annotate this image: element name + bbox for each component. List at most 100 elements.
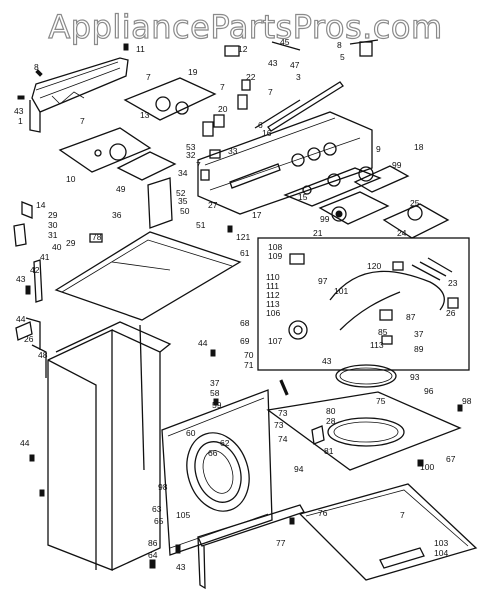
part-label: 37 bbox=[414, 329, 424, 339]
part-label: 15 bbox=[298, 192, 308, 202]
part-label: 23 bbox=[448, 278, 458, 288]
timer-knob-part bbox=[94, 96, 189, 161]
part-label: 69 bbox=[240, 336, 250, 346]
part-label: 103 bbox=[434, 538, 448, 548]
part-label: 70 bbox=[244, 350, 254, 360]
part-label: 99 bbox=[320, 214, 330, 224]
part-label: 8 bbox=[34, 62, 39, 72]
part-label: 18 bbox=[414, 142, 424, 152]
part-label: 81 bbox=[324, 446, 334, 456]
part-label: 7 bbox=[220, 82, 225, 92]
screw-part bbox=[25, 225, 463, 569]
part-label: 7 bbox=[146, 72, 151, 82]
part-label: 98 bbox=[158, 482, 168, 492]
part-label: 27 bbox=[208, 200, 218, 210]
part-label: 41 bbox=[40, 252, 50, 262]
part-label: 19 bbox=[188, 67, 198, 77]
cabinet-top-part bbox=[54, 231, 242, 321]
part-label: 13 bbox=[140, 110, 150, 120]
part-label: 43 bbox=[16, 274, 26, 284]
part-label: 105 bbox=[176, 510, 190, 520]
part-label: 68 bbox=[240, 318, 250, 328]
part-label: 9 bbox=[376, 144, 381, 154]
washer-lid-part bbox=[298, 483, 478, 581]
part-label: 113 bbox=[370, 340, 384, 350]
part-label: 29 bbox=[48, 210, 58, 220]
part-label: 60 bbox=[186, 428, 196, 438]
part-label: 121 bbox=[236, 232, 250, 242]
part-label: 10 bbox=[66, 174, 76, 184]
part-label: 93 bbox=[410, 372, 420, 382]
part-label: 11 bbox=[136, 44, 145, 54]
part-label: 113 bbox=[266, 299, 280, 309]
part-label: 43 bbox=[14, 106, 24, 116]
part-label: 24 bbox=[397, 228, 407, 238]
part-label: 33 bbox=[228, 146, 238, 156]
shaft-rod-part bbox=[254, 39, 379, 132]
part-label: 96 bbox=[424, 386, 434, 396]
part-label: 36 bbox=[112, 210, 122, 220]
part-label: 73 bbox=[278, 408, 288, 418]
part-label: 3 bbox=[296, 72, 301, 82]
toe-panel-part bbox=[197, 504, 305, 590]
part-label: 66 bbox=[208, 448, 218, 458]
part-label: 5 bbox=[340, 52, 345, 62]
part-label: 30 bbox=[48, 220, 58, 230]
part-label: 12 bbox=[238, 44, 248, 54]
part-label: 67 bbox=[446, 454, 456, 464]
part-label: 48 bbox=[38, 350, 48, 360]
part-label: 43 bbox=[176, 562, 186, 572]
part-label: 43 bbox=[322, 356, 332, 366]
part-label: 25 bbox=[410, 198, 420, 208]
part-label: 42 bbox=[30, 265, 40, 275]
part-label: 112 bbox=[266, 290, 280, 300]
part-label: 104 bbox=[434, 548, 448, 558]
part-label: 21 bbox=[313, 228, 323, 238]
small-component-parts bbox=[89, 45, 251, 243]
part-label: 32 bbox=[186, 150, 196, 160]
part-label: 94 bbox=[294, 464, 304, 474]
part-label: 35 bbox=[178, 196, 188, 206]
timer-mount-panel bbox=[58, 77, 217, 181]
part-label: 85 bbox=[378, 327, 388, 337]
part-label: 53 bbox=[186, 142, 196, 152]
cabinet-body-part bbox=[25, 317, 172, 571]
part-label: 107 bbox=[268, 336, 282, 346]
part-label: 29 bbox=[66, 238, 76, 248]
part-label: 61 bbox=[240, 248, 250, 258]
screw-part bbox=[17, 43, 129, 100]
part-label: 44 bbox=[198, 338, 208, 348]
part-label: 44 bbox=[16, 314, 26, 324]
part-label: 31 bbox=[48, 230, 58, 240]
part-label: 59 bbox=[212, 400, 222, 410]
part-label: 26 bbox=[24, 334, 34, 344]
part-label: 86 bbox=[148, 538, 158, 548]
part-label: 45 bbox=[280, 37, 290, 47]
part-label: 40 bbox=[52, 242, 62, 252]
part-label: 22 bbox=[246, 72, 256, 82]
part-label: 8 bbox=[337, 40, 342, 50]
part-label: 51 bbox=[196, 220, 206, 230]
part-label: 63 bbox=[152, 504, 162, 514]
part-label: 6 bbox=[258, 120, 263, 130]
part-label: 7 bbox=[268, 87, 273, 97]
part-label: 16 bbox=[262, 128, 272, 138]
part-label: 7 bbox=[80, 116, 85, 126]
part-label: 62 bbox=[220, 438, 230, 448]
part-label: 97 bbox=[318, 276, 328, 286]
part-label: 43 bbox=[268, 58, 278, 68]
part-label: 49 bbox=[116, 184, 126, 194]
wiring-harness-inset bbox=[257, 237, 470, 371]
part-label: 98 bbox=[462, 396, 472, 406]
part-label: 108 bbox=[268, 242, 282, 252]
part-label: 77 bbox=[276, 538, 286, 548]
part-label: 109 bbox=[268, 251, 282, 261]
part-label: 44 bbox=[20, 438, 30, 448]
front-panel-part bbox=[161, 389, 273, 556]
part-label: 73 bbox=[274, 420, 284, 430]
part-number-labels: 1 8 43 11 12 43 45 47 8 5 3 19 7 22 7 7 … bbox=[14, 37, 472, 572]
part-label: 99 bbox=[392, 160, 402, 170]
part-label: 64 bbox=[148, 550, 158, 560]
part-label: 111 bbox=[266, 281, 279, 291]
